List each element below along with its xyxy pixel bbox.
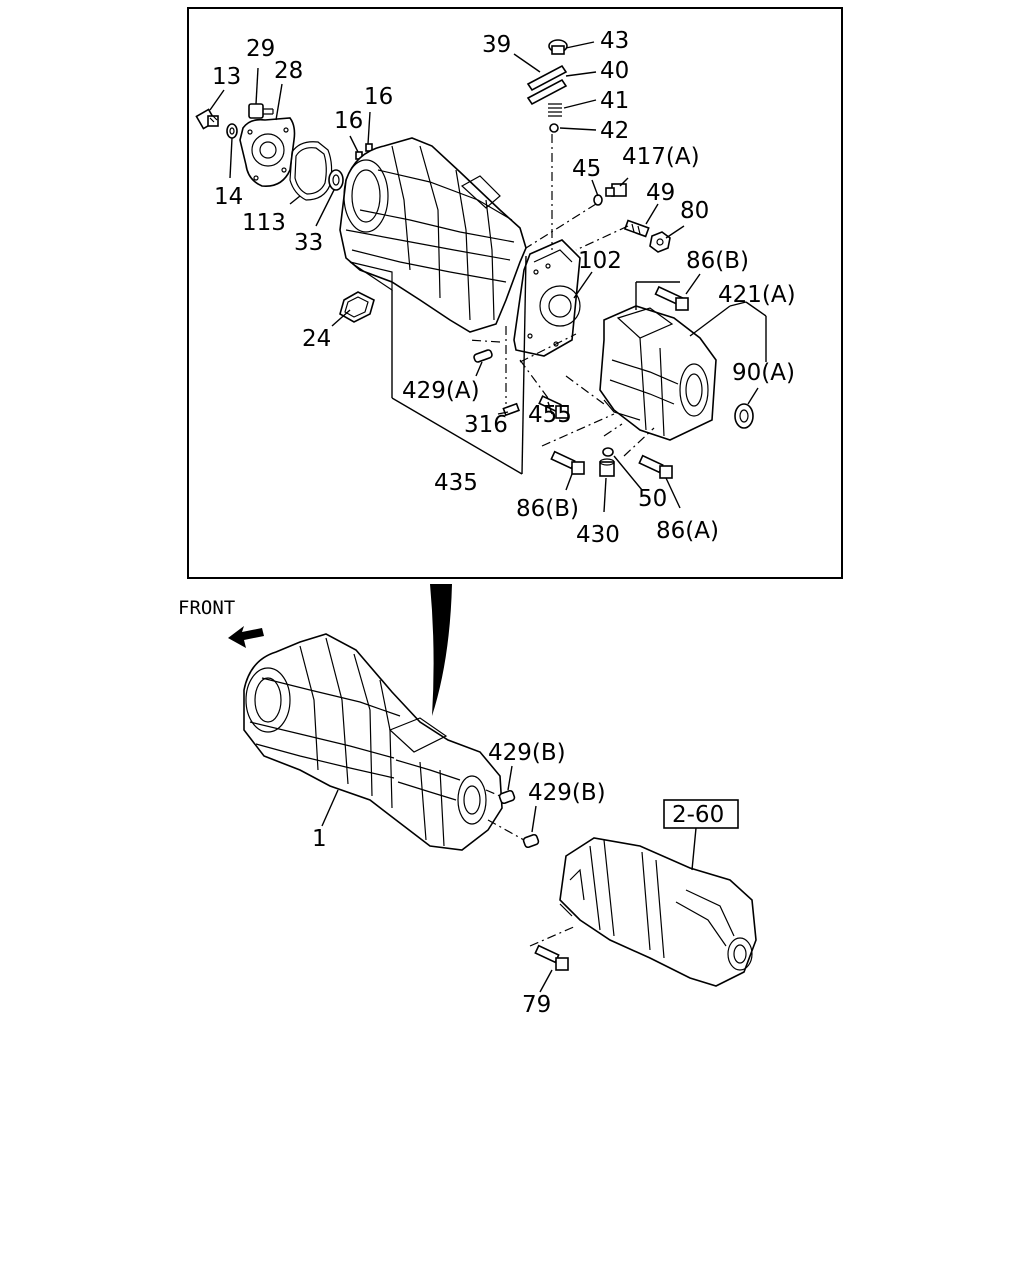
label-50: 50 [638, 486, 667, 512]
part-102-plate [513, 239, 581, 357]
part-29-bolt [248, 103, 274, 119]
label-39: 39 [482, 32, 511, 58]
assembly-dash-lines [467, 134, 655, 457]
label-80: 80 [680, 198, 709, 224]
front-label: FRONT [178, 597, 235, 619]
label-13: 13 [212, 64, 241, 90]
part-86B-bolt-lower [550, 450, 585, 475]
part-43-plug [548, 39, 568, 55]
reference-label: 2-60 [672, 802, 724, 828]
label-455: 455 [528, 402, 572, 428]
part-49-stud [623, 219, 650, 238]
label-1: 1 [312, 826, 327, 852]
label-86B: 86(B) [686, 248, 749, 274]
part-24-bracket [339, 291, 375, 323]
label-86A: 86(A) [656, 518, 719, 544]
part-429B-pin [498, 789, 516, 805]
part-429A-pin [473, 349, 493, 363]
part-421A-extension-housing [599, 305, 717, 441]
label-417A: 417(A) [622, 144, 700, 170]
part-14-washer [226, 123, 238, 139]
part-79-bolt [534, 944, 569, 971]
leader-lines [209, 41, 767, 513]
part-33-seal [328, 169, 344, 191]
label-421A: 421(A) [718, 282, 796, 308]
label-16: 16 [364, 84, 393, 110]
part-28-cover [239, 117, 296, 187]
part-45-oring [593, 194, 603, 206]
label-14: 14 [214, 184, 243, 210]
part-50-gasket [602, 447, 614, 457]
part-86A-bolt [638, 454, 673, 479]
label-429A: 429(A) [402, 378, 480, 404]
label-429B: 429(B) [488, 740, 566, 766]
part-86B-bolt [654, 285, 689, 311]
label-24: 24 [302, 326, 331, 352]
part-455-bolt [538, 395, 569, 419]
part-39-40-rod [526, 64, 568, 106]
label-102: 102 [578, 248, 622, 274]
part-429B-pin [522, 833, 540, 849]
part-41-spring [548, 103, 562, 117]
label-79: 79 [522, 992, 551, 1018]
part-430-plug [599, 458, 615, 477]
label-41: 41 [600, 88, 629, 114]
label-43: 43 [600, 28, 629, 54]
exploded-view-frame [187, 7, 843, 579]
label-90A: 90(A) [732, 360, 795, 386]
label-49: 49 [646, 180, 675, 206]
part-13-bolt [195, 108, 219, 130]
label-430: 430 [576, 522, 620, 548]
transfer-case-assembly [559, 837, 757, 987]
label-429B: 429(B) [528, 780, 606, 806]
label-16: 16 [334, 108, 363, 134]
label-33: 33 [294, 230, 323, 256]
label-86B-lower: 86(B) [516, 496, 579, 522]
part-90A-seal [734, 403, 754, 429]
label-435: 435 [434, 470, 478, 496]
label-316: 316 [464, 412, 508, 438]
view-pointer [430, 584, 452, 716]
label-45: 45 [572, 156, 601, 182]
part-80-nut [649, 231, 671, 253]
reference-box [663, 799, 739, 829]
label-42: 42 [600, 118, 629, 144]
part-417A-plug [605, 183, 627, 197]
label-29: 29 [246, 36, 275, 62]
part-42-ball [549, 123, 559, 133]
arrow-left-icon [228, 626, 264, 648]
label-28: 28 [274, 58, 303, 84]
label-40: 40 [600, 58, 629, 84]
label-113: 113 [242, 210, 286, 236]
part-1-transmission-assembly [243, 633, 503, 851]
part-113-gasket [289, 141, 333, 201]
